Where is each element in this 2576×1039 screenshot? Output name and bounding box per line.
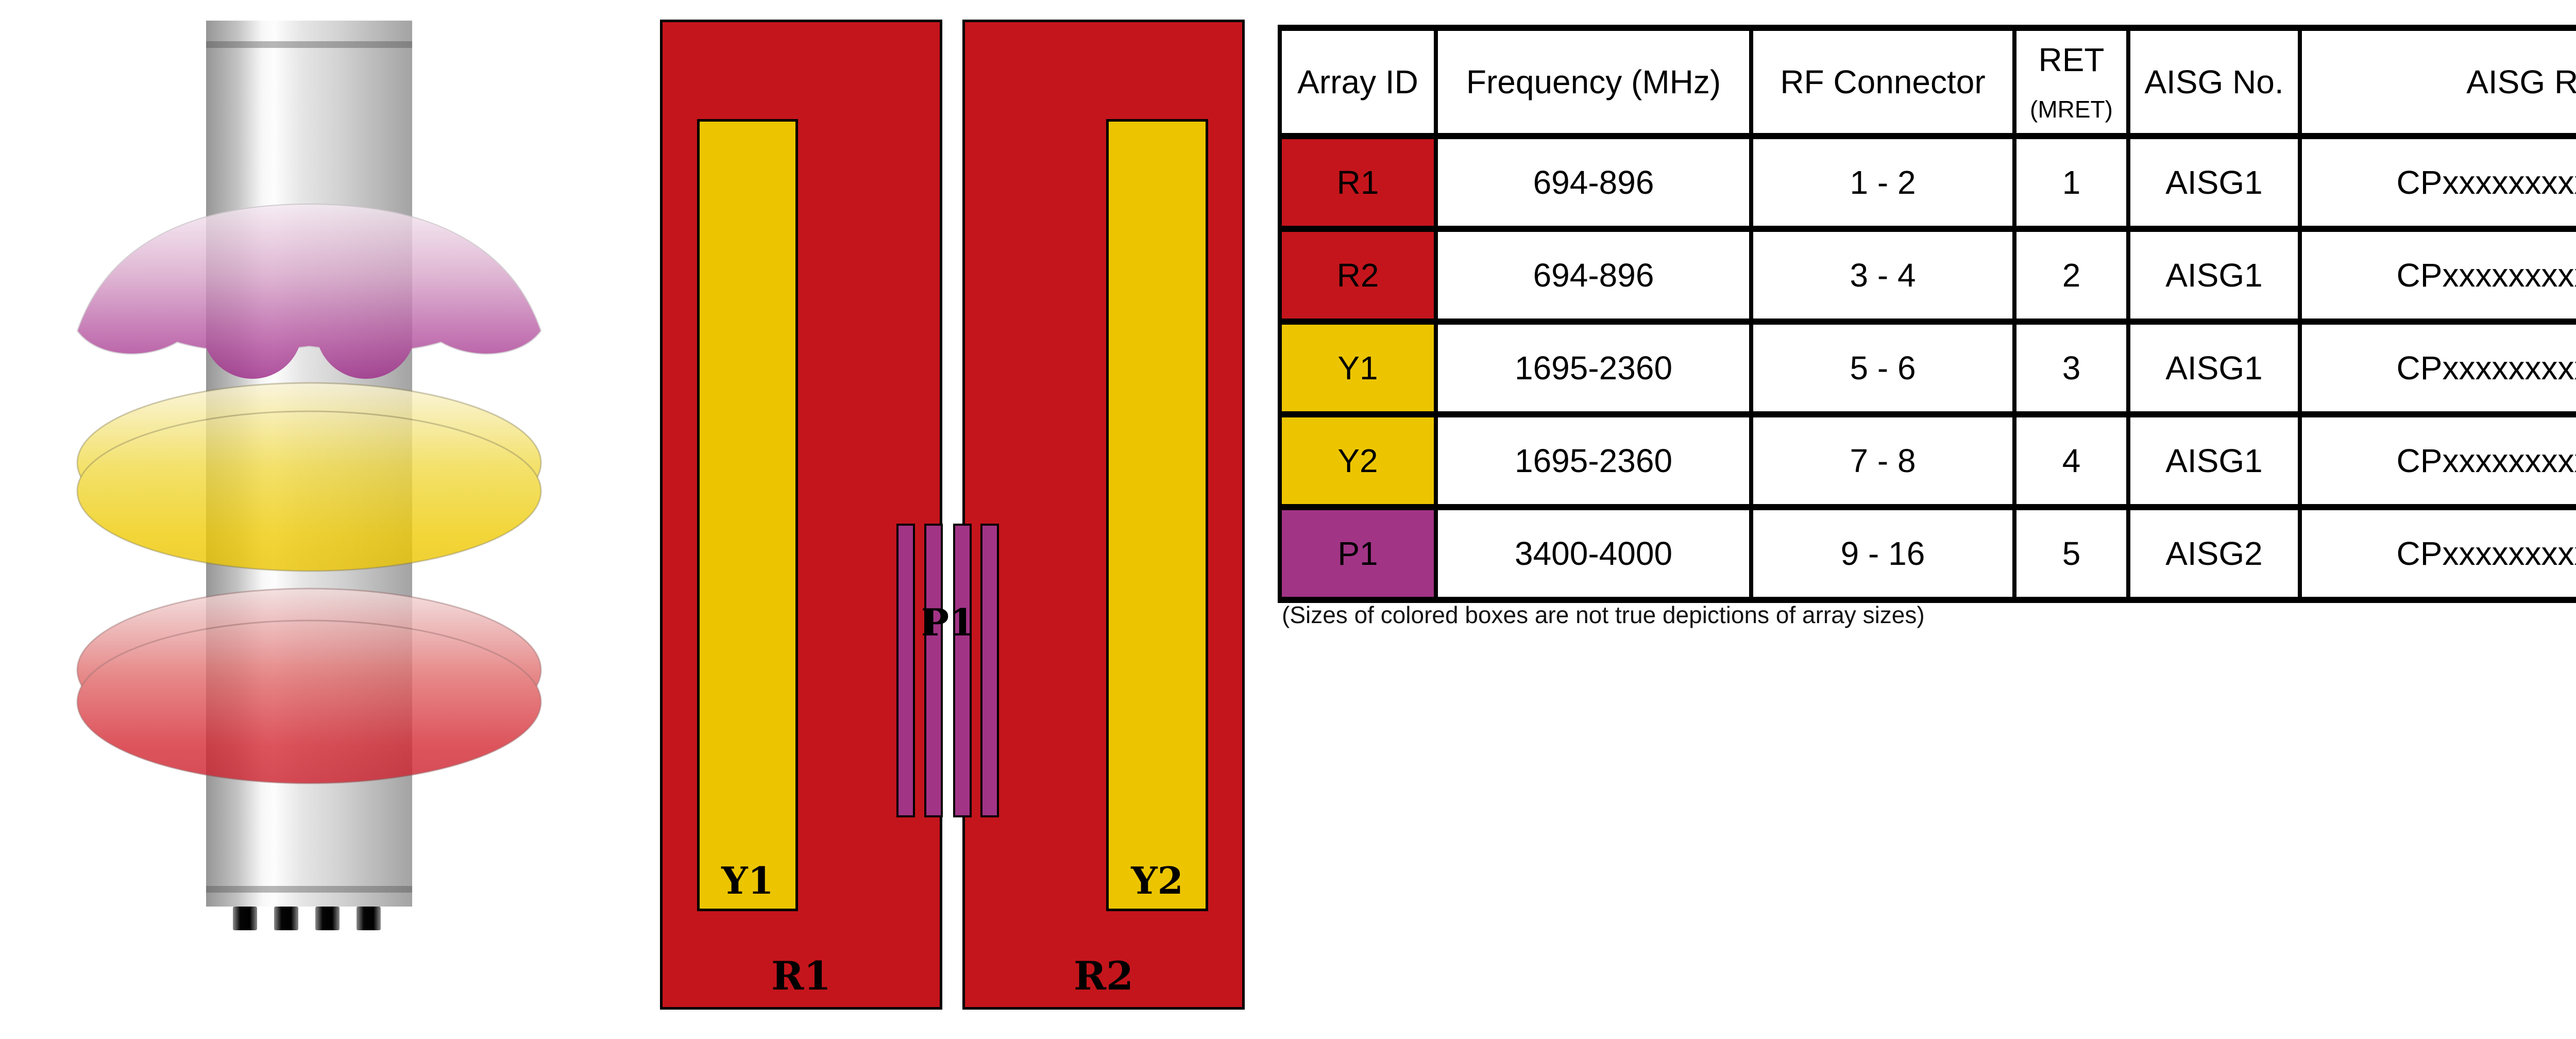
cell-frequency: 694-896 — [1434, 133, 1753, 232]
cell-aisg-no: AISG1 — [2126, 133, 2302, 232]
cell-aisg-ret-uid: CPxxxxxxxxxxxxxxMM.2 — [2298, 226, 2576, 325]
low-band-beam-red — [76, 588, 542, 784]
radome-top-seam — [206, 41, 412, 48]
cell-array-id: R1 — [1278, 133, 1438, 232]
header-array-id: Array ID — [1278, 25, 1438, 139]
connector-pin — [274, 907, 298, 930]
connector-pins — [233, 907, 381, 930]
sub-array-y1: Y1 — [697, 119, 798, 911]
connector-pin — [233, 907, 257, 930]
header-rf-connector: RF Connector — [1749, 25, 2016, 139]
table-row-p1: P1 3400-4000 9 - 16 5 AISG2 CPxxxxxxxxxx… — [1278, 504, 2576, 603]
p1-strip — [953, 524, 972, 817]
header-ret-sub: (MRET) — [2030, 96, 2113, 123]
cell-frequency: 1695-2360 — [1434, 319, 1753, 417]
port-mapping-table: Array ID Frequency (MHz) RF Connector RE… — [1278, 25, 2576, 603]
cell-aisg-no: AISG2 — [2126, 504, 2302, 603]
header-frequency: Frequency (MHz) — [1434, 25, 1753, 139]
connector-pin — [357, 907, 381, 930]
sub-array-y2-label: Y2 — [1131, 859, 1183, 902]
p1-array-label: P1 — [921, 600, 975, 644]
cell-frequency: 694-896 — [1434, 226, 1753, 325]
cell-rf-connector: 7 - 8 — [1749, 411, 2016, 510]
cell-rf-connector: 1 - 2 — [1749, 133, 2016, 232]
connector-pin — [315, 907, 340, 930]
cell-aisg-no: AISG1 — [2126, 226, 2302, 325]
panel-r1-label: R1 — [771, 953, 832, 999]
sub-array-y1-label: Y1 — [721, 859, 774, 902]
cell-rf-connector: 9 - 16 — [1749, 504, 2016, 603]
header-ret-main: RET — [2038, 41, 2105, 78]
cell-ret: 1 — [2012, 133, 2130, 232]
cell-ret: 4 — [2012, 411, 2130, 510]
header-aisg-no: AISG No. — [2126, 25, 2302, 139]
table-header-row: Array ID Frequency (MHz) RF Connector RE… — [1278, 25, 2576, 139]
cell-aisg-ret-uid: CPxxxxxxxxxxxxxxMM.1 — [2298, 504, 2576, 603]
cell-rf-connector: 5 - 6 — [1749, 319, 2016, 417]
table-row-y1: Y1 1695-2360 5 - 6 3 AISG1 CPxxxxxxxxxxx… — [1278, 319, 2576, 417]
cell-aisg-no: AISG1 — [2126, 319, 2302, 417]
cell-ret: 3 — [2012, 319, 2130, 417]
cell-array-id: R2 — [1278, 226, 1438, 325]
high-band-beam-purple — [76, 203, 542, 379]
header-aisg-ret-uid: AISG RET UID — [2298, 25, 2576, 139]
table-row-y2: Y2 1695-2360 7 - 8 4 AISG1 CPxxxxxxxxxxx… — [1278, 411, 2576, 510]
cell-ret: 5 — [2012, 504, 2130, 603]
cell-aisg-ret-uid: CPxxxxxxxxxxxxxxMM.3 — [2298, 319, 2576, 417]
cell-frequency: 1695-2360 — [1434, 411, 1753, 510]
panel-r2-label: R2 — [1073, 953, 1134, 999]
cell-ret: 2 — [2012, 226, 2130, 325]
p1-strip — [924, 524, 943, 817]
cell-array-id: Y2 — [1278, 411, 1438, 510]
antenna-illustration — [76, 21, 542, 930]
cell-array-id: P1 — [1278, 504, 1438, 603]
radome-bottom-seam — [206, 886, 412, 893]
cell-array-id: Y1 — [1278, 319, 1438, 417]
header-ret: RET (MRET) — [2012, 25, 2130, 139]
table-row-r2: R2 694-896 3 - 4 2 AISG1 CPxxxxxxxxxxxxx… — [1278, 226, 2576, 325]
cell-rf-connector: 3 - 4 — [1749, 226, 2016, 325]
sub-array-y2: Y2 — [1106, 119, 1208, 911]
mid-band-beam-yellow — [76, 382, 542, 572]
p1-strip — [980, 524, 999, 817]
size-disclaimer-note: (Sizes of colored boxes are not true dep… — [1282, 601, 1925, 628]
cell-frequency: 3400-4000 — [1434, 504, 1753, 603]
cell-aisg-no: AISG1 — [2126, 411, 2302, 510]
p1-strip — [896, 524, 915, 817]
table-row-r1: R1 694-896 1 - 2 1 AISG1 CPxxxxxxxxxxxxx… — [1278, 133, 2576, 232]
cell-aisg-ret-uid: CPxxxxxxxxxxxxxxMM.4 — [2298, 411, 2576, 510]
cell-aisg-ret-uid: CPxxxxxxxxxxxxxxMM.1 — [2298, 133, 2576, 232]
